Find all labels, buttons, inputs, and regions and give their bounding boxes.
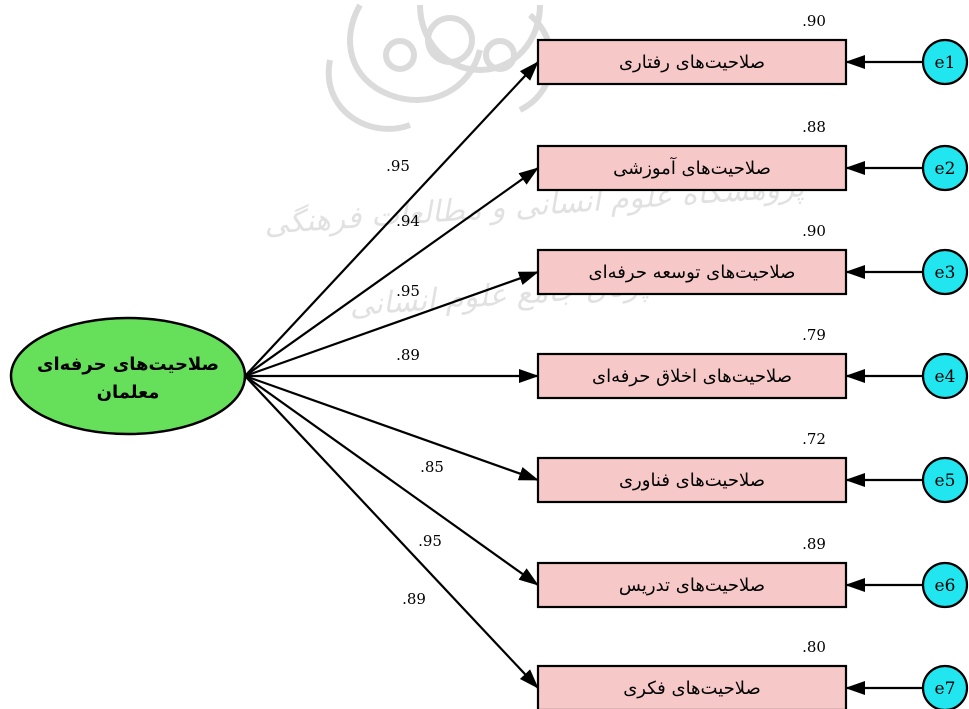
- error-term-2[interactable]: e2: [921, 144, 969, 192]
- r-squared-value-5: .72: [802, 430, 826, 448]
- loading-value-3: .95: [396, 282, 420, 300]
- observed-label-4: صلاحیت‌های اخلاق حرفه‌ای: [592, 366, 792, 387]
- observed-label-6: صلاحیت‌های تدریس: [619, 575, 765, 596]
- observed-variable-7[interactable]: صلاحیت‌های فکری: [536, 664, 848, 709]
- error-arrows: [845, 55, 923, 695]
- error-circle-6: [921, 561, 969, 609]
- latent-ellipse: [9, 316, 247, 436]
- latent-label-line-1: صلاحیت‌های حرفه‌ای: [37, 354, 219, 375]
- loading-arrow-7: [244, 375, 539, 689]
- loading-value-2: .94: [396, 212, 420, 230]
- observed-variable-1[interactable]: صلاحیت‌های رفتاری: [536, 38, 848, 86]
- latent-label-line-2: معلمان: [97, 382, 160, 403]
- observed-box-5: [536, 456, 848, 504]
- observed-variable-6[interactable]: صلاحیت‌های تدریس: [536, 561, 848, 609]
- observed-box-3: [536, 248, 848, 296]
- loading-arrow-2: [244, 167, 539, 377]
- observed-variable-2[interactable]: صلاحیت‌های آموزشی: [536, 144, 848, 192]
- error-label-1: e1: [935, 53, 956, 73]
- observed-variables: .95 صلاحیت‌های رفتاری .90 e1 .94 صلاحیت‌های آ…: [386, 12, 969, 709]
- observed-box-6: [536, 561, 848, 609]
- observed-label-3: صلاحیت‌های توسعه حرفه‌ای: [589, 262, 796, 283]
- observed-box-7: [536, 664, 848, 709]
- error-label-2: e2: [935, 159, 956, 179]
- loading-arrows: [244, 61, 539, 689]
- error-circle-2: [921, 144, 969, 192]
- loading-arrow-6: [244, 375, 539, 586]
- loading-value-7: .89: [402, 590, 426, 608]
- latent-variable[interactable]: صلاحیت‌های حرفه‌ای معلمان: [9, 316, 247, 436]
- error-circle-1: [921, 38, 969, 86]
- error-term-3[interactable]: e3: [921, 248, 969, 296]
- observed-variable-4[interactable]: صلاحیت‌های اخلاق حرفه‌ای: [536, 352, 848, 400]
- error-term-7[interactable]: e7: [921, 664, 969, 709]
- observed-label-1: صلاحیت‌های رفتاری: [619, 52, 765, 73]
- error-term-4[interactable]: e4: [921, 352, 969, 400]
- error-label-4: e4: [935, 367, 956, 387]
- error-label-7: e7: [935, 679, 956, 699]
- error-circle-7: [921, 664, 969, 709]
- loading-arrow-1: [244, 61, 539, 377]
- error-label-3: e3: [935, 263, 956, 283]
- loading-value-4: .89: [396, 346, 420, 364]
- r-squared-value-4: .79: [802, 326, 826, 344]
- observed-label-7: صلاحیت‌های فکری: [623, 678, 761, 699]
- r-squared-value-3: .90: [802, 222, 826, 240]
- loading-arrow-3: [244, 270, 539, 378]
- error-term-1[interactable]: e1: [921, 38, 969, 86]
- observed-variable-5[interactable]: صلاحیت‌های فناوری: [536, 456, 848, 504]
- observed-variable-3[interactable]: صلاحیت‌های توسعه حرفه‌ای: [536, 248, 848, 296]
- error-circle-3: [921, 248, 969, 296]
- watermark-logo-icon: [325, 3, 555, 132]
- error-circle-5: [921, 456, 969, 504]
- loading-arrow-5: [244, 374, 539, 482]
- error-circle-4: [921, 352, 969, 400]
- loading-value-5: .85: [420, 458, 444, 476]
- loading-value-6: .95: [418, 532, 442, 550]
- observed-box-4: [536, 352, 848, 400]
- r-squared-value-7: .80: [802, 638, 826, 656]
- observed-label-2: صلاحیت‌های آموزشی: [613, 156, 771, 179]
- r-squared-value-2: .88: [802, 118, 826, 136]
- error-label-5: e5: [935, 471, 956, 491]
- error-term-6[interactable]: e6: [921, 561, 969, 609]
- observed-box-2: [536, 144, 848, 192]
- loading-value-1: .95: [386, 157, 410, 175]
- r-squared-value-6: .89: [802, 535, 826, 553]
- r-squared-value-1: .90: [802, 12, 826, 30]
- observed-box-1: [536, 38, 848, 86]
- observed-label-5: صلاحیت‌های فناوری: [619, 470, 765, 491]
- error-label-6: e6: [935, 576, 956, 596]
- error-term-5[interactable]: e5: [921, 456, 969, 504]
